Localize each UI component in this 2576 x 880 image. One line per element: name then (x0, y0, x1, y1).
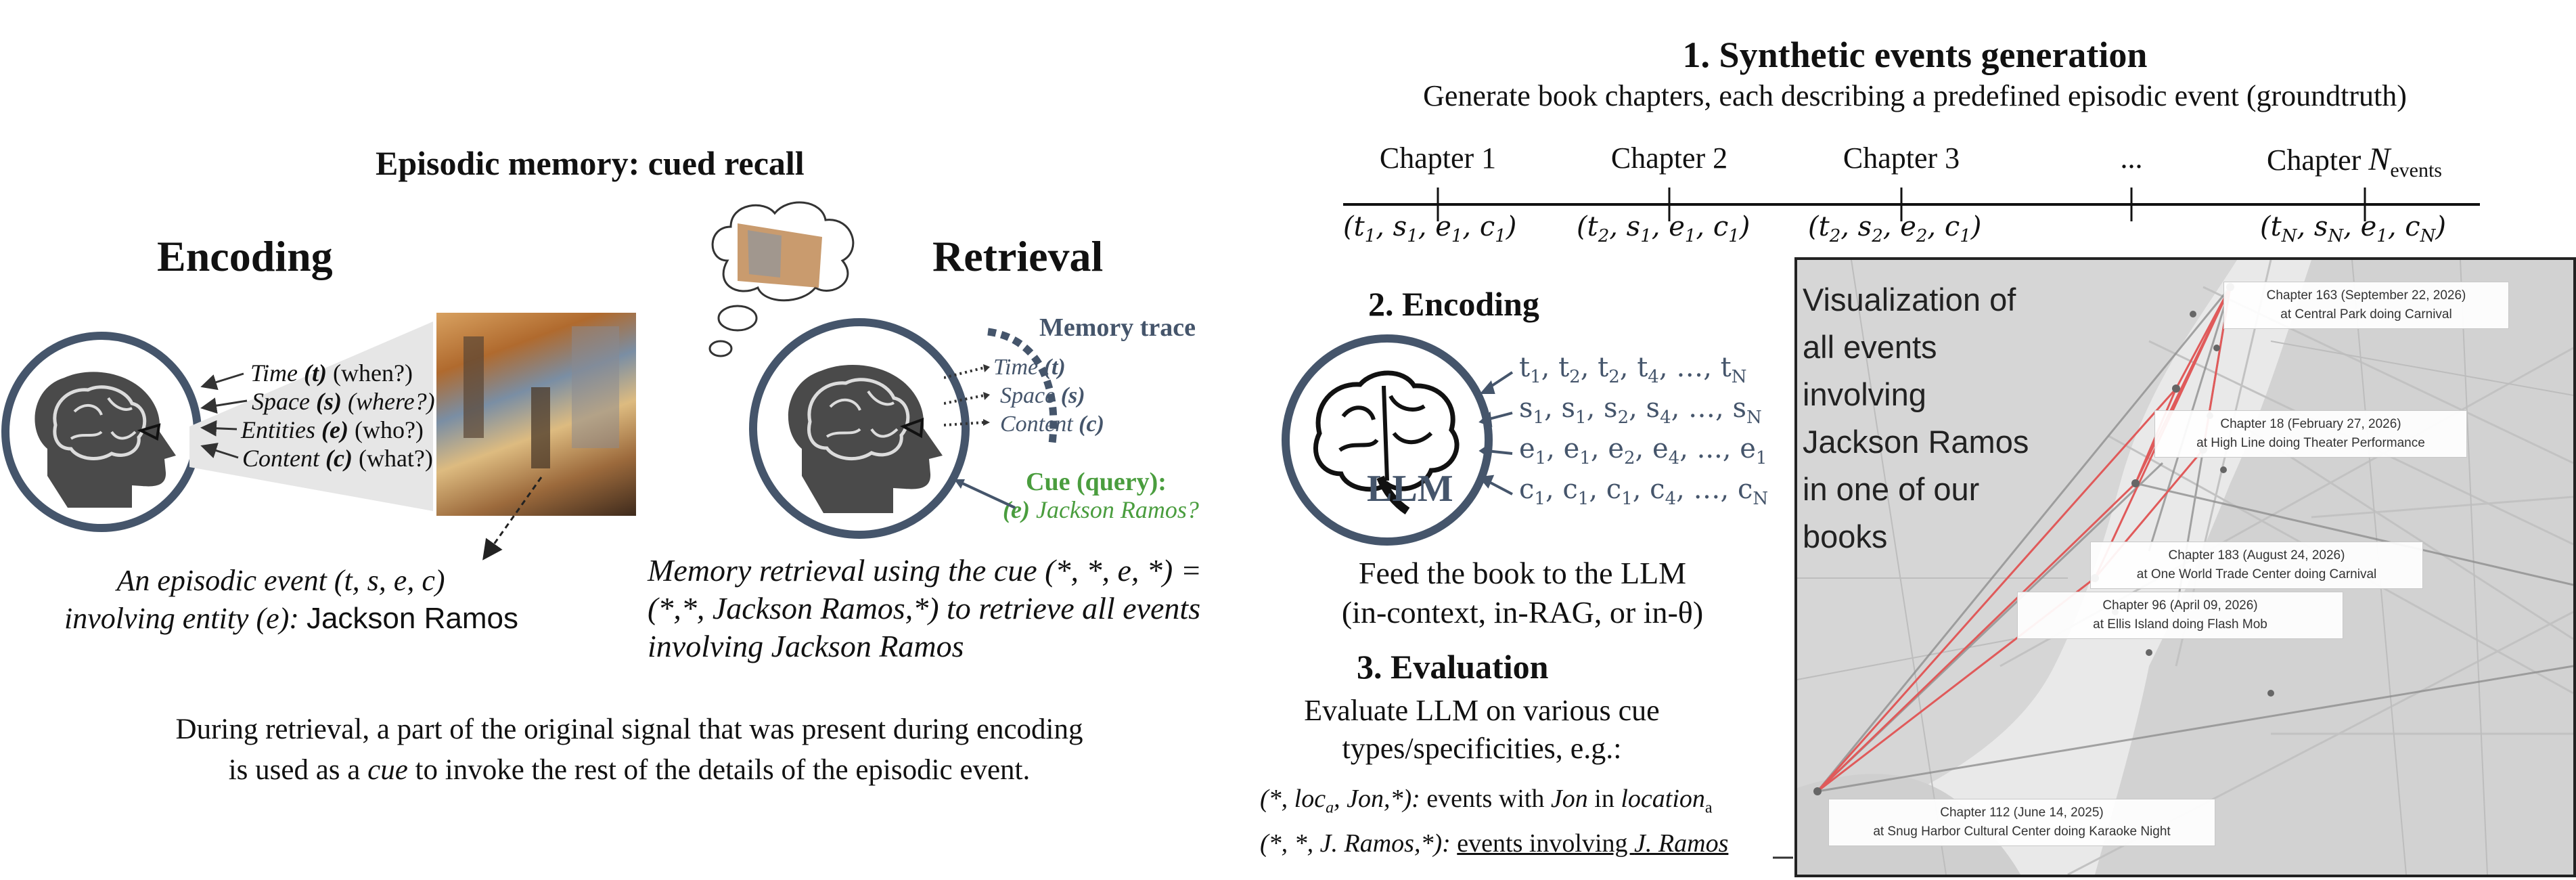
perception-beam (189, 322, 433, 511)
retrieval-caption: Memory retrieval using the cue (*, *, e,… (648, 553, 1202, 663)
sequence-arrows (1478, 371, 1514, 496)
eval-example-2: (*, *, J. Ramos,*): events involving J. … (1260, 829, 1729, 858)
step1-subtitle: Generate book chapters, each describing … (1423, 79, 2407, 112)
map-label-chapter-183: Chapter 183 (August 24, 2026)at One Worl… (2090, 542, 2423, 589)
bottom-note: During retrieval, a part of the original… (175, 713, 1083, 786)
llm-label: LLM (1367, 468, 1453, 510)
ret-label-time: Time (t) (993, 355, 1066, 380)
tuple-2: (t2, s1, e1, c1) (1577, 211, 1750, 246)
panel-title: Episodic memory: cued recall (376, 144, 805, 182)
map-label-chapter-163: Chapter 163 (September 22, 2026)at Centr… (2223, 282, 2509, 329)
encoding-arrows (200, 372, 248, 459)
map-overlay-text: Visualization of all events involving Ja… (1803, 282, 2029, 554)
enc-label-space: Space (s) (where?) (252, 388, 435, 415)
timeline (1343, 188, 2480, 221)
step1-title: 1. Synthetic events generation (1682, 35, 2148, 75)
ret-label-content: Content (c) (1000, 412, 1104, 437)
enc-label-entities: Entities (e) (who?) (241, 416, 424, 443)
episodic-caption-line2: involving entity (e): Jackson Ramos (64, 602, 518, 635)
cue-arrow (954, 479, 1016, 509)
chapter-n-label: Chapter Nevents (2267, 141, 2442, 181)
eval-example-1: (*, loca, Jon,*): events with Jon in loc… (1260, 785, 1713, 817)
tuple-1: (t1, s1, e1, c1) (1343, 211, 1517, 246)
ret-label-space: Space (s) (1000, 383, 1085, 408)
llm-brain-icon (1282, 334, 1493, 546)
sequence-space: s1, s1, s2, s4, …, sN (1519, 393, 1762, 428)
memory-trace-arc (987, 328, 1058, 444)
eval-connector-line (1773, 856, 1793, 859)
encoding-head-icon (1, 332, 202, 532)
cue-title: Cue (query): (1026, 468, 1167, 496)
retrieval-dotted-arrows (944, 364, 990, 426)
enc-label-content: Content (c) (what?) (242, 445, 433, 472)
map-label-chapter-112: Chapter 112 (June 14, 2025)at Snug Harbo… (1828, 799, 2215, 846)
chapter-1-label: Chapter 1 (1379, 141, 1497, 175)
map-label-chapter-96: Chapter 96 (April 09, 2026)at Ellis Isla… (2017, 592, 2343, 639)
step3-title: 3. Evaluation (1357, 648, 1549, 686)
step3-desc: Evaluate LLM on various cue types/specif… (1304, 694, 1660, 765)
memory-trace-label: Memory trace (1039, 313, 1196, 342)
event-dashed-arrow (482, 477, 543, 560)
enc-label-time: Time (t) (when?) (250, 359, 413, 387)
thought-bubble-icon (708, 201, 855, 357)
sequence-content: c1, c1, c1, c4, …, cN (1519, 474, 1769, 509)
episodic-caption-line1: An episodic event (t, s, e, c) (116, 564, 445, 597)
sequence-time: t1, t2, t2, t4, …, tN (1519, 352, 1747, 387)
cue-value: (e) Jackson Ramos? (1003, 496, 1199, 523)
encoding-heading: Encoding (157, 232, 333, 280)
chapter-ellipsis: ... (2120, 141, 2143, 175)
step2-title: 2. Encoding (1368, 285, 1539, 323)
chapter-3-label: Chapter 3 (1843, 141, 1960, 175)
map-label-chapter-18: Chapter 18 (February 27, 2026)at High Li… (2154, 410, 2467, 458)
chapter-2-label: Chapter 2 (1610, 141, 1728, 175)
retrieval-head-icon (749, 318, 970, 539)
map-image: Visualization of all events involving Ja… (1794, 257, 2576, 877)
feed-caption: Feed the book to the LLM (in-context, in… (1341, 556, 1704, 630)
retrieval-heading: Retrieval (932, 232, 1104, 280)
tuple-3: (t2, s2, e2, c1) (1808, 211, 1982, 246)
sequence-entities: e1, e1, e2, e4, ..., e1 (1519, 433, 1767, 468)
tuple-n: (tN, sN, e1, cN) (2260, 211, 2447, 246)
painting-image-icon (436, 313, 636, 516)
